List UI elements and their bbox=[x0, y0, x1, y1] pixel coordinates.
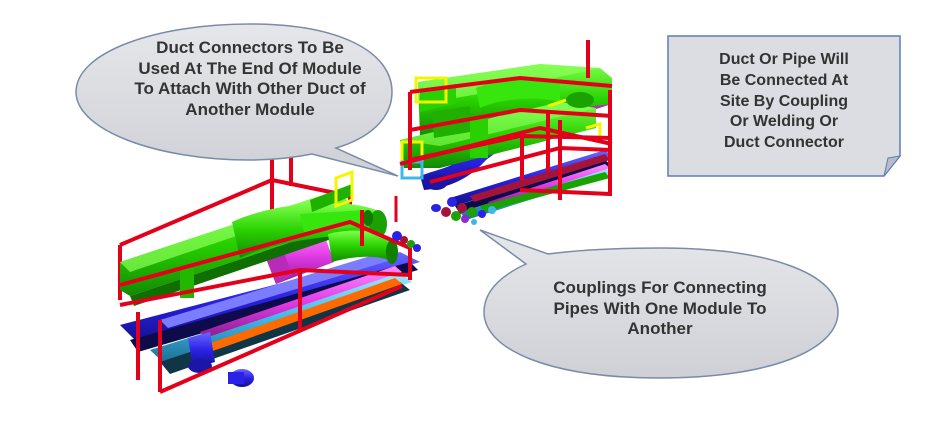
module-left-frame-front bbox=[119, 150, 412, 394]
module-left-pipe-ends bbox=[392, 231, 421, 252]
module-left-duct-connector bbox=[334, 169, 354, 209]
callout-duct-connectors-text: Duct Connectors To Be Used At The End Of… bbox=[134, 38, 366, 120]
coupling-ring-purple bbox=[461, 215, 469, 223]
module-left-pipes bbox=[120, 250, 420, 387]
coupling-ring-green bbox=[451, 211, 461, 221]
site-connection-note-text: Duct Or Pipe Will Be Connected At Site B… bbox=[719, 51, 849, 152]
callout-couplings bbox=[479, 229, 839, 379]
module-right bbox=[399, 40, 613, 220]
pipe-couplings bbox=[394, 196, 477, 225]
coupling-ring-cyan bbox=[471, 219, 477, 225]
callout-duct-connectors bbox=[75, 23, 399, 177]
site-connection-note bbox=[667, 35, 902, 177]
module-left-blue-header bbox=[188, 332, 215, 373]
module-right-frame bbox=[399, 40, 613, 200]
module-left bbox=[118, 150, 421, 394]
callout-couplings-text: Couplings For Connecting Pipes With One … bbox=[553, 278, 767, 339]
coupling-ring-red bbox=[441, 207, 451, 217]
coupling-ring-blue bbox=[431, 204, 441, 212]
